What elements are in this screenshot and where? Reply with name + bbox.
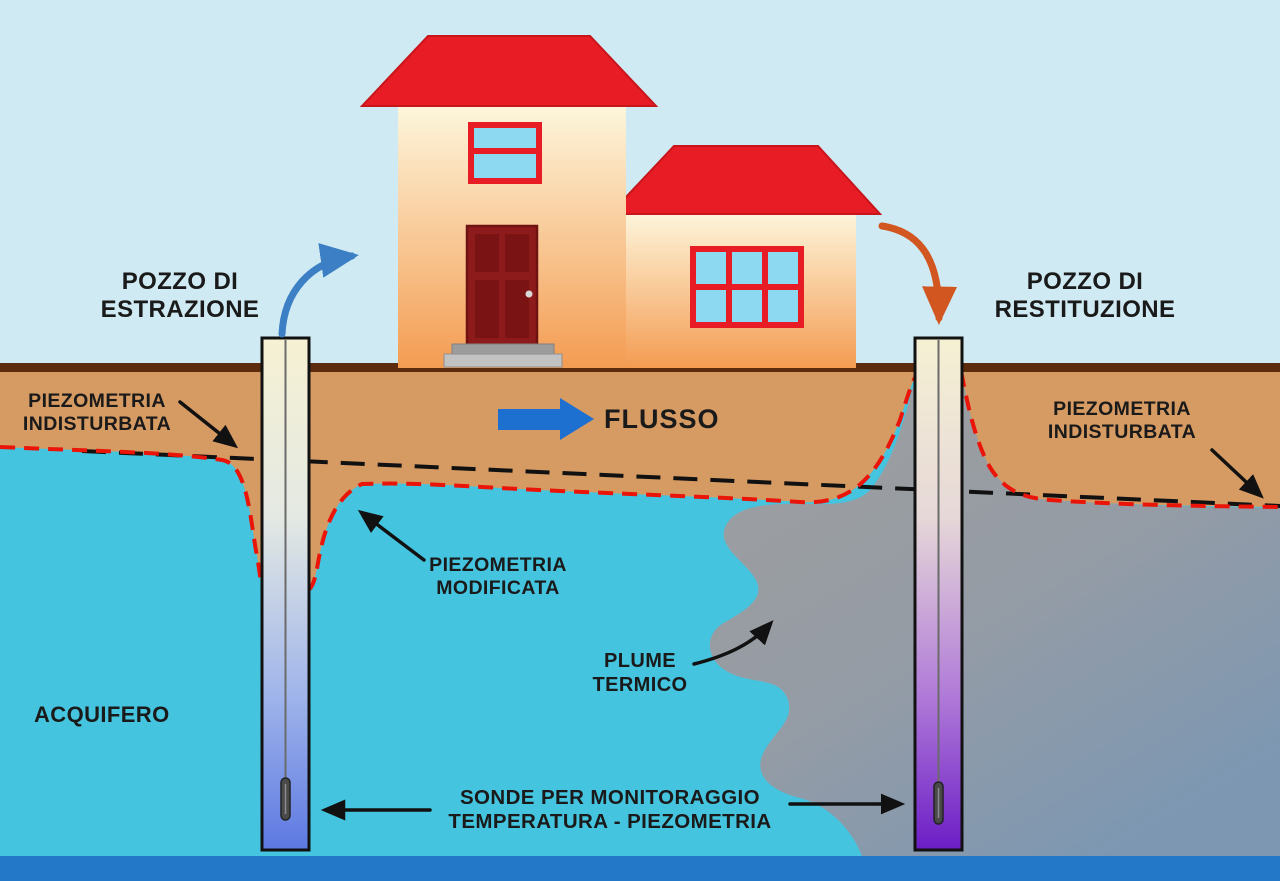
label-line: INDISTURBATA: [1047, 421, 1197, 443]
label-line: SONDE PER MONITORAGGIO: [459, 786, 760, 809]
label-plume-termico: PLUME TERMICO: [585, 650, 695, 697]
front-door: [465, 224, 539, 348]
main-roof: [359, 35, 659, 107]
label-line: MODIFICATA: [436, 577, 560, 599]
label-sonde-monitoraggio: SONDE PER MONITORAGGIO TEMPERATURA - PIE…: [424, 786, 796, 834]
piezometria-modificata-line: [0, 374, 1280, 593]
annex-roof: [607, 145, 883, 215]
piezometria-indisturbata-dx-pointer: [1210, 448, 1264, 499]
label-line: ESTRAZIONE: [100, 296, 260, 324]
label-line: TEMPERATURA - PIEZOMETRIA: [448, 810, 772, 834]
label-line: PLUME: [604, 650, 676, 672]
label-piezometria-indisturbata-sx: PIEZOMETRIA INDISTURBATA: [8, 390, 186, 436]
extraction-flow-arrow: [278, 243, 359, 338]
return-well: [913, 336, 964, 852]
label-line: PIEZOMETRIA: [429, 554, 567, 576]
extraction-well: [260, 336, 311, 852]
label-line: RESTITUZIONE: [994, 296, 1176, 324]
label-line: TERMICO: [592, 673, 688, 696]
label-line: POZZO DI: [1026, 268, 1144, 295]
doorstep: [443, 343, 563, 368]
upper-window: [468, 122, 542, 184]
door-handle: [525, 290, 533, 298]
label-line: PIEZOMETRIA: [28, 390, 166, 412]
label-acquifero: ACQUIFERO: [34, 702, 170, 727]
thermal-plume: [709, 374, 1280, 856]
label-line: INDISTURBATA: [22, 413, 172, 435]
label-line: PIEZOMETRIA: [1053, 398, 1191, 420]
return-flow-arrow: [878, 222, 958, 325]
label-pozzo-estrazione: POZZO DI ESTRAZIONE: [95, 268, 265, 325]
label-line: POZZO DI: [121, 268, 239, 295]
deep-water-band: [0, 856, 1280, 881]
piezometria-indisturbata-sx-pointer: [178, 400, 239, 449]
label-piezometria-indisturbata-dx: PIEZOMETRIA INDISTURBATA: [1032, 398, 1212, 444]
plume-termico-pointer: [692, 620, 774, 666]
label-pozzo-restituzione: POZZO DI RESTITUZIONE: [985, 268, 1185, 325]
label-piezometria-modificata: PIEZOMETRIA MODIFICATA: [408, 554, 588, 600]
flusso-arrow: [498, 398, 594, 440]
piezometria-modificata-pointer: [357, 509, 426, 562]
house: [359, 35, 883, 368]
label-flusso: FLUSSO: [604, 404, 720, 434]
annex-window: [690, 246, 804, 328]
